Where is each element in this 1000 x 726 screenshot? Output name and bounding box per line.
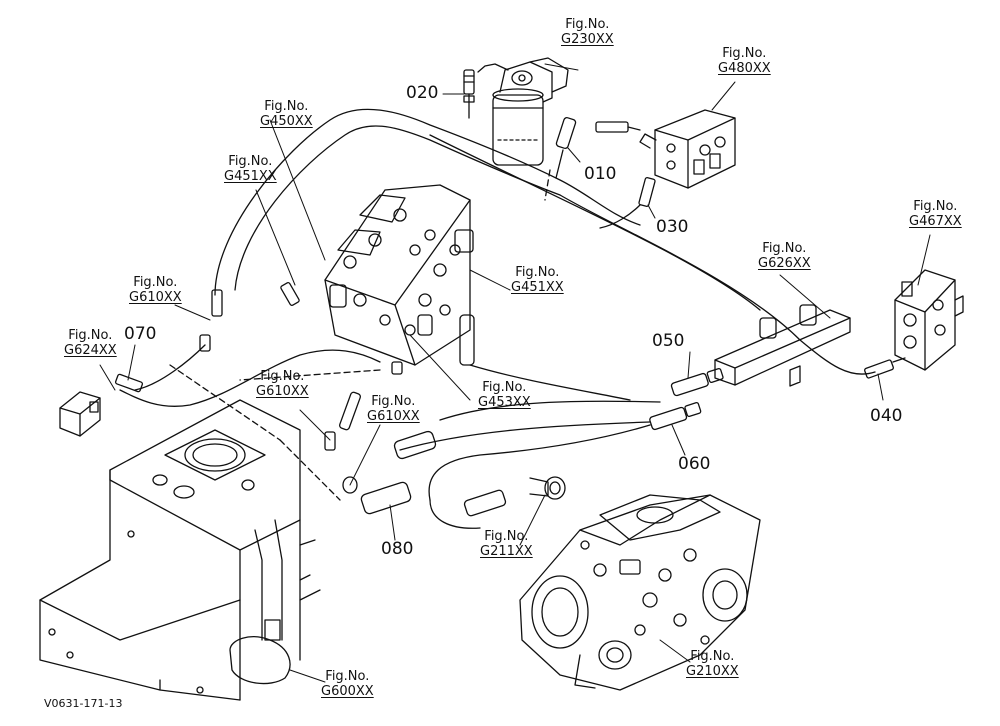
fig-code: G624XX <box>64 343 117 358</box>
fig-ref-g610-left: Fig.No. G610XX <box>129 276 182 304</box>
fig-ref-g211: Fig.No. G211XX <box>480 530 533 558</box>
fig-prefix: Fig.No. <box>325 669 370 684</box>
fig-ref-g210: Fig.No. G210XX <box>686 650 739 678</box>
part-number-060: 060 <box>678 454 711 474</box>
fig-ref-g480: Fig.No. G480XX <box>718 47 771 75</box>
fig-prefix: Fig.No. <box>482 380 527 395</box>
fitting-050-060 <box>649 367 724 431</box>
part-number-030: 030 <box>656 217 689 237</box>
fig-code: G600XX <box>321 684 374 699</box>
fig-ref-g467: Fig.No. G467XX <box>909 200 962 228</box>
fig-code: G610XX <box>129 290 182 305</box>
fig-prefix: Fig.No. <box>722 46 767 61</box>
filter-assembly <box>477 57 569 166</box>
fig-code: G211XX <box>480 544 533 559</box>
fig-code: G480XX <box>718 61 771 76</box>
fig-prefix: Fig.No. <box>260 369 305 384</box>
part-number-040: 040 <box>870 406 903 426</box>
fig-ref-g451-right: Fig.No. G451XX <box>511 266 564 294</box>
fig-prefix: Fig.No. <box>68 328 113 343</box>
fig-code: G451XX <box>224 169 277 184</box>
fig-code: G450XX <box>260 114 313 129</box>
fitting-010 <box>555 117 577 179</box>
control-valve-g450 <box>324 184 474 366</box>
part-number-020: 020 <box>406 83 439 103</box>
fig-prefix: Fig.No. <box>515 265 560 280</box>
leader-lines <box>99 63 931 683</box>
fig-code: G610XX <box>256 384 309 399</box>
hydraulic-tank <box>39 399 321 701</box>
fig-code: G610XX <box>367 409 420 424</box>
fitting-030 <box>595 121 656 208</box>
fig-prefix: Fig.No. <box>371 394 416 409</box>
fig-code: G626XX <box>758 256 811 271</box>
fig-prefix: Fig.No. <box>565 17 610 32</box>
hose-routes <box>119 108 876 529</box>
part-number-050: 050 <box>652 331 685 351</box>
fig-prefix: Fig.No. <box>133 275 178 290</box>
fig-ref-g600: Fig.No. G600XX <box>321 670 374 698</box>
fig-ref-g610-mid: Fig.No. G610XX <box>256 370 309 398</box>
fig-code: G230XX <box>561 32 614 47</box>
fig-prefix: Fig.No. <box>484 529 529 544</box>
fig-ref-g626: Fig.No. G626XX <box>758 242 811 270</box>
fitting-020 <box>463 69 475 119</box>
fig-code: G451XX <box>511 280 564 295</box>
fitting-070 <box>59 373 144 437</box>
part-number-070: 070 <box>124 324 157 344</box>
fig-prefix: Fig.No. <box>228 154 273 169</box>
fitting-080 <box>342 430 566 517</box>
fig-prefix: Fig.No. <box>913 199 958 214</box>
fig-code: G467XX <box>909 214 962 229</box>
manifold-g626 <box>714 304 851 387</box>
drawing-code: V0631-171-13 <box>44 697 123 710</box>
fitting-040 <box>864 357 906 379</box>
fig-ref-g451-top: Fig.No. G451XX <box>224 155 277 183</box>
valve-g467 <box>894 269 964 371</box>
fig-ref-g453: Fig.No. G453XX <box>478 381 531 409</box>
fig-ref-g450: Fig.No. G450XX <box>260 100 313 128</box>
part-number-080: 080 <box>381 539 414 559</box>
hydraulic-pump-g210 <box>519 494 761 691</box>
hose-ends-valve <box>199 282 475 451</box>
fig-code: G453XX <box>478 395 531 410</box>
fig-prefix: Fig.No. <box>264 99 309 114</box>
fig-ref-g610-center: Fig.No. G610XX <box>367 395 420 423</box>
fig-prefix: Fig.No. <box>690 649 735 664</box>
fig-prefix: Fig.No. <box>762 241 807 256</box>
fig-code: G210XX <box>686 664 739 679</box>
fig-ref-g230: Fig.No. G230XX <box>561 18 614 46</box>
valve-block-g480 <box>639 109 736 189</box>
fig-ref-g624: Fig.No. G624XX <box>64 329 117 357</box>
part-number-010: 010 <box>584 164 617 184</box>
